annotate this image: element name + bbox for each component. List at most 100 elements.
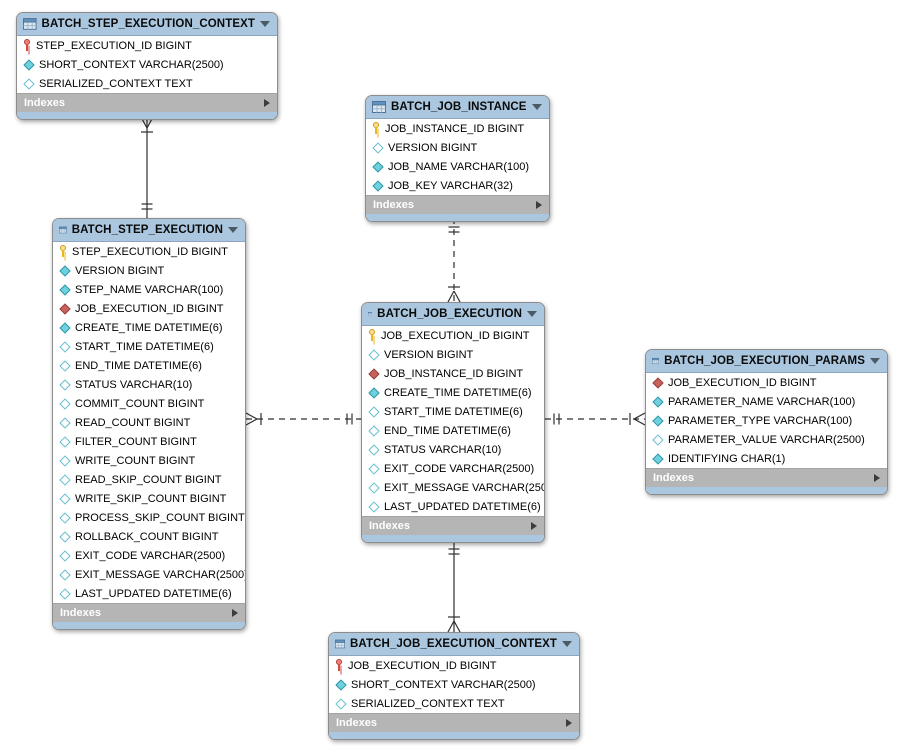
nullable-column-icon	[368, 443, 380, 456]
column-row[interactable]: STEP_EXECUTION_ID BIGINT	[53, 242, 245, 261]
nullable-column-icon	[59, 340, 71, 353]
indexes-bar[interactable]: Indexes	[646, 468, 887, 487]
column-row[interactable]: STEP_EXECUTION_ID BIGINT	[17, 36, 277, 55]
column-row[interactable]: PARAMETER_TYPE VARCHAR(100)	[646, 411, 887, 430]
table-header[interactable]: BATCH_JOB_EXECUTION_CONTEXT	[329, 633, 579, 656]
collapse-arrow-icon[interactable]	[532, 104, 542, 110]
indexes-bar[interactable]: Indexes	[329, 713, 579, 732]
column-row[interactable]: LAST_UPDATED DATETIME(6)	[53, 584, 245, 603]
column-row[interactable]: CREATE_TIME DATETIME(6)	[362, 383, 544, 402]
collapse-arrow-icon[interactable]	[527, 311, 537, 317]
table-header[interactable]: BATCH_JOB_EXECUTION_PARAMS	[646, 350, 887, 373]
column-row[interactable]: FILTER_COUNT BIGINT	[53, 432, 245, 451]
column-row[interactable]: JOB_EXECUTION_ID BIGINT	[53, 299, 245, 318]
column-row[interactable]: JOB_EXECUTION_ID BIGINT	[362, 326, 544, 345]
column-label: READ_SKIP_COUNT BIGINT	[75, 473, 222, 486]
column-row[interactable]: JOB_NAME VARCHAR(100)	[366, 157, 549, 176]
nullable-column-icon	[59, 587, 71, 600]
expand-arrow-icon[interactable]	[566, 719, 572, 727]
column-row[interactable]: START_TIME DATETIME(6)	[53, 337, 245, 356]
table-bottom-strip	[329, 732, 579, 739]
column-row[interactable]: ROLLBACK_COUNT BIGINT	[53, 527, 245, 546]
column-row[interactable]: IDENTIFYING CHAR(1)	[646, 449, 887, 468]
indexes-label: Indexes	[336, 717, 377, 729]
column-label: WRITE_COUNT BIGINT	[75, 454, 196, 467]
table-batch-job-execution-params[interactable]: BATCH_JOB_EXECUTION_PARAMS JOB_EXECUTION…	[645, 349, 888, 495]
indexes-bar[interactable]: Indexes	[366, 195, 549, 214]
column-row[interactable]: VERSION BIGINT	[362, 345, 544, 364]
column-row[interactable]: JOB_EXECUTION_ID BIGINT	[646, 373, 887, 392]
table-header[interactable]: BATCH_STEP_EXECUTION	[53, 219, 245, 242]
collapse-arrow-icon[interactable]	[260, 21, 270, 27]
column-row[interactable]: END_TIME DATETIME(6)	[362, 421, 544, 440]
table-title: BATCH_JOB_EXECUTION_PARAMS	[664, 355, 865, 367]
indexes-bar[interactable]: Indexes	[53, 603, 245, 622]
column-row[interactable]: JOB_KEY VARCHAR(32)	[366, 176, 549, 195]
expand-arrow-icon[interactable]	[874, 474, 880, 482]
table-batch-step-execution[interactable]: BATCH_STEP_EXECUTION STEP_EXECUTION_ID B…	[52, 218, 246, 630]
column-row[interactable]: READ_SKIP_COUNT BIGINT	[53, 470, 245, 489]
table-batch-job-execution-context[interactable]: BATCH_JOB_EXECUTION_CONTEXT JOB_EXECUTIO…	[328, 632, 580, 740]
nullable-column-icon	[59, 397, 71, 410]
column-label: PROCESS_SKIP_COUNT BIGINT	[75, 511, 245, 524]
column-row[interactable]: END_TIME DATETIME(6)	[53, 356, 245, 375]
column-label: WRITE_SKIP_COUNT BIGINT	[75, 492, 227, 505]
column-row[interactable]: VERSION BIGINT	[53, 261, 245, 280]
column-row[interactable]: STATUS VARCHAR(10)	[53, 375, 245, 394]
column-row[interactable]: START_TIME DATETIME(6)	[362, 402, 544, 421]
column-label: SHORT_CONTEXT VARCHAR(2500)	[39, 58, 224, 71]
column-label: VERSION BIGINT	[384, 348, 474, 361]
column-row[interactable]: READ_COUNT BIGINT	[53, 413, 245, 432]
table-header[interactable]: BATCH_JOB_INSTANCE	[366, 96, 549, 119]
expand-arrow-icon[interactable]	[264, 99, 270, 107]
table-columns: STEP_EXECUTION_ID BIGINT SHORT_CONTEXT V…	[17, 36, 277, 93]
column-row[interactable]: JOB_INSTANCE_ID BIGINT	[362, 364, 544, 383]
nullable-column-icon	[59, 473, 71, 486]
column-row[interactable]: COMMIT_COUNT BIGINT	[53, 394, 245, 413]
not-null-column-icon	[59, 321, 71, 334]
column-row[interactable]: WRITE_COUNT BIGINT	[53, 451, 245, 470]
table-batch-job-execution[interactable]: BATCH_JOB_EXECUTION JOB_EXECUTION_ID BIG…	[361, 302, 545, 543]
collapse-arrow-icon[interactable]	[562, 641, 572, 647]
table-icon	[23, 18, 37, 30]
collapse-arrow-icon[interactable]	[228, 227, 238, 233]
column-label: SHORT_CONTEXT VARCHAR(2500)	[351, 678, 536, 691]
table-header[interactable]: BATCH_STEP_EXECUTION_CONTEXT	[17, 13, 277, 36]
column-row[interactable]: SHORT_CONTEXT VARCHAR(2500)	[17, 55, 277, 74]
column-row[interactable]: SHORT_CONTEXT VARCHAR(2500)	[329, 675, 579, 694]
expand-arrow-icon[interactable]	[232, 609, 238, 617]
indexes-bar[interactable]: Indexes	[17, 93, 277, 112]
column-row[interactable]: PARAMETER_NAME VARCHAR(100)	[646, 392, 887, 411]
column-row[interactable]: EXIT_CODE VARCHAR(2500)	[362, 459, 544, 478]
column-row[interactable]: EXIT_MESSAGE VARCHAR(2500)	[362, 478, 544, 497]
expand-arrow-icon[interactable]	[536, 201, 542, 209]
table-batch-step-execution-context[interactable]: BATCH_STEP_EXECUTION_CONTEXT STEP_EXECUT…	[16, 12, 278, 120]
indexes-label: Indexes	[369, 520, 410, 532]
column-row[interactable]: STATUS VARCHAR(10)	[362, 440, 544, 459]
column-row[interactable]: PROCESS_SKIP_COUNT BIGINT	[53, 508, 245, 527]
column-row[interactable]: STEP_NAME VARCHAR(100)	[53, 280, 245, 299]
table-columns: JOB_EXECUTION_ID BIGINT VERSION BIGINT J…	[362, 326, 544, 516]
table-title: BATCH_STEP_EXECUTION	[71, 224, 223, 236]
table-batch-job-instance[interactable]: BATCH_JOB_INSTANCE JOB_INSTANCE_ID BIGIN…	[365, 95, 550, 222]
indexes-label: Indexes	[24, 97, 65, 109]
column-row[interactable]: EXIT_MESSAGE VARCHAR(2500)	[53, 565, 245, 584]
column-row[interactable]: JOB_EXECUTION_ID BIGINT	[329, 656, 579, 675]
table-header[interactable]: BATCH_JOB_EXECUTION	[362, 303, 544, 326]
expand-arrow-icon[interactable]	[531, 522, 537, 530]
column-row[interactable]: EXIT_CODE VARCHAR(2500)	[53, 546, 245, 565]
column-row[interactable]: WRITE_SKIP_COUNT BIGINT	[53, 489, 245, 508]
column-row[interactable]: SERIALIZED_CONTEXT TEXT	[329, 694, 579, 713]
collapse-arrow-icon[interactable]	[870, 358, 880, 364]
indexes-bar[interactable]: Indexes	[362, 516, 544, 535]
column-row[interactable]: VERSION BIGINT	[366, 138, 549, 157]
column-row[interactable]: SERIALIZED_CONTEXT TEXT	[17, 74, 277, 93]
column-row[interactable]: JOB_INSTANCE_ID BIGINT	[366, 119, 549, 138]
column-row[interactable]: PARAMETER_VALUE VARCHAR(2500)	[646, 430, 887, 449]
column-row[interactable]: CREATE_TIME DATETIME(6)	[53, 318, 245, 337]
table-bottom-strip	[53, 622, 245, 629]
column-row[interactable]: LAST_UPDATED DATETIME(6)	[362, 497, 544, 516]
table-bottom-strip	[646, 487, 887, 494]
foreign-key-icon	[59, 302, 71, 315]
